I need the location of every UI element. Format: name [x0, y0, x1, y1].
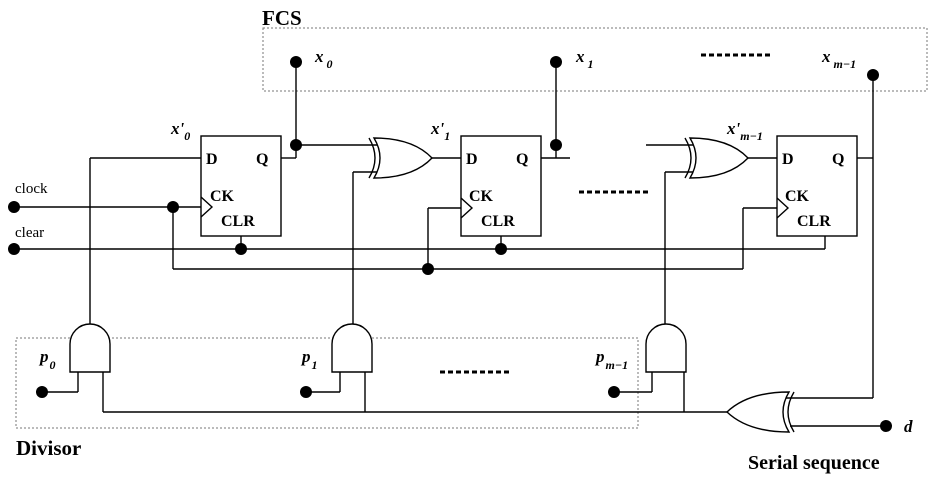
- serial-sequence-label: Serial sequence: [748, 452, 880, 474]
- p1-label: p1: [300, 347, 318, 372]
- x0-terminal: [290, 56, 302, 68]
- clear-terminal: [8, 243, 20, 255]
- ff1-d-pin: D: [466, 151, 478, 168]
- fcs-label: FCS: [262, 6, 302, 30]
- ellipsis-markers: [440, 53, 770, 374]
- d-output-label: d: [904, 417, 913, 436]
- wires: [14, 62, 886, 427]
- clear-label: clear: [15, 225, 44, 241]
- ff1-input-label: x'1: [430, 119, 450, 143]
- clock-terminal: [8, 201, 20, 213]
- divisor-label: Divisor: [16, 436, 81, 460]
- junction-dots: [8, 56, 892, 432]
- x1-terminal: [550, 56, 562, 68]
- ffm-d-pin: D: [782, 151, 794, 168]
- feedback-xor-gate: [725, 391, 795, 433]
- ff1-q-pin: Q: [516, 151, 528, 168]
- p0-terminal: [36, 386, 48, 398]
- xm-1-terminal: [867, 69, 879, 81]
- ff0-input-label: x'0: [170, 119, 190, 143]
- ffm-ck-pin: CK: [785, 188, 810, 205]
- xor-gate-m-1: [684, 137, 749, 179]
- ff1-clr-pin: CLR: [481, 213, 515, 230]
- xor-gate-1: [368, 137, 433, 179]
- ff1-ck-pin: CK: [469, 188, 494, 205]
- flipflop-0: [200, 135, 282, 237]
- ff0-d-pin: D: [206, 151, 218, 168]
- and-gate-0: [69, 323, 111, 373]
- ff0-clr-pin: CLR: [221, 213, 255, 230]
- and-gate-1: [331, 323, 373, 373]
- and-gate-m-1: [645, 323, 687, 373]
- d-terminal: [880, 420, 892, 432]
- pm-1-terminal: [608, 386, 620, 398]
- ff0-ck-pin: CK: [210, 188, 235, 205]
- p1-terminal: [300, 386, 312, 398]
- ffm-q-pin: Q: [832, 151, 844, 168]
- ffm-clr-pin: CLR: [797, 213, 831, 230]
- p0-label: p0: [38, 347, 56, 372]
- ffm-input-label: x'm−1: [726, 119, 763, 143]
- ff0-q-pin: Q: [256, 151, 268, 168]
- flipflop-1: [460, 135, 542, 237]
- clock-label: clock: [15, 181, 48, 197]
- pm-1-label: pm−1: [594, 347, 628, 372]
- fcs-region: [262, 27, 928, 92]
- flipflop-m-1: [776, 135, 858, 237]
